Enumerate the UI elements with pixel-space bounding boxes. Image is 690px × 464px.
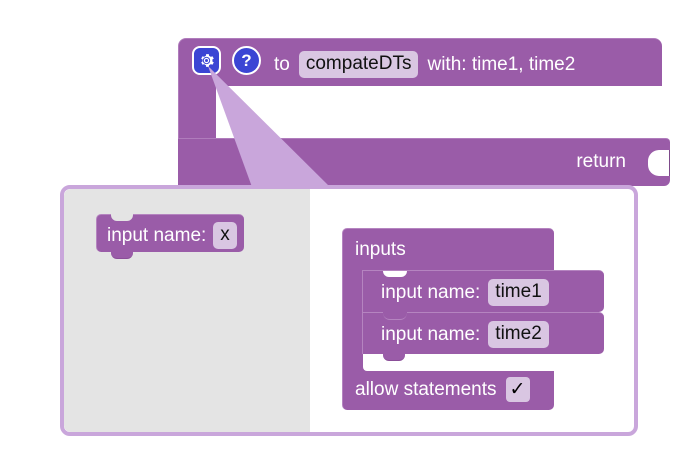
return-label: return	[576, 151, 626, 172]
block-top-notch	[383, 271, 407, 277]
input-name-field[interactable]: time1	[488, 279, 549, 306]
return-value-socket[interactable]	[648, 150, 670, 176]
gear-icon[interactable]	[192, 46, 221, 75]
block-top-notch	[383, 312, 407, 320]
mutator-input-block-time1[interactable]: input name: time1	[362, 270, 604, 312]
mutator-flyout[interactable]: input name: x	[64, 189, 310, 432]
block-top-notch	[111, 214, 133, 221]
block-bottom-bump	[111, 251, 133, 259]
flyout-block-input-name[interactable]: input name: x	[96, 214, 244, 259]
allow-statements-row[interactable]: allow statements ✓	[355, 377, 530, 402]
mutator-bubble-panel[interactable]: input name: x inputs allow statements ✓ …	[60, 185, 638, 436]
procedure-definition-block[interactable]: return ? to compateDTs with: time1, time…	[178, 38, 670, 186]
procedure-block-return-row[interactable]: return	[178, 138, 670, 186]
procedure-name-field[interactable]: compateDTs	[298, 51, 419, 78]
input-name-label: input name:	[381, 282, 481, 303]
allow-statements-checkbox[interactable]: ✓	[505, 377, 530, 402]
input-name-field[interactable]: time2	[488, 321, 549, 348]
flyout-input-name-label: input name:	[107, 225, 207, 246]
block-bottom-bump	[383, 353, 405, 361]
help-icon[interactable]: ?	[232, 46, 261, 75]
procedure-header-row: to compateDTs with: time1, time2	[274, 51, 575, 78]
mutator-input-block-time2[interactable]: input name: time2	[362, 312, 604, 361]
mutator-container-title: inputs	[355, 239, 406, 260]
flyout-input-name-field[interactable]: x	[213, 222, 237, 249]
procedure-params-label: with: time1, time2	[427, 54, 576, 75]
help-icon-glyph: ?	[241, 50, 252, 70]
allow-statements-label: allow statements	[355, 379, 497, 400]
procedure-block-statement-lip	[208, 78, 238, 86]
input-name-label: input name:	[381, 324, 481, 345]
to-label: to	[274, 54, 290, 75]
